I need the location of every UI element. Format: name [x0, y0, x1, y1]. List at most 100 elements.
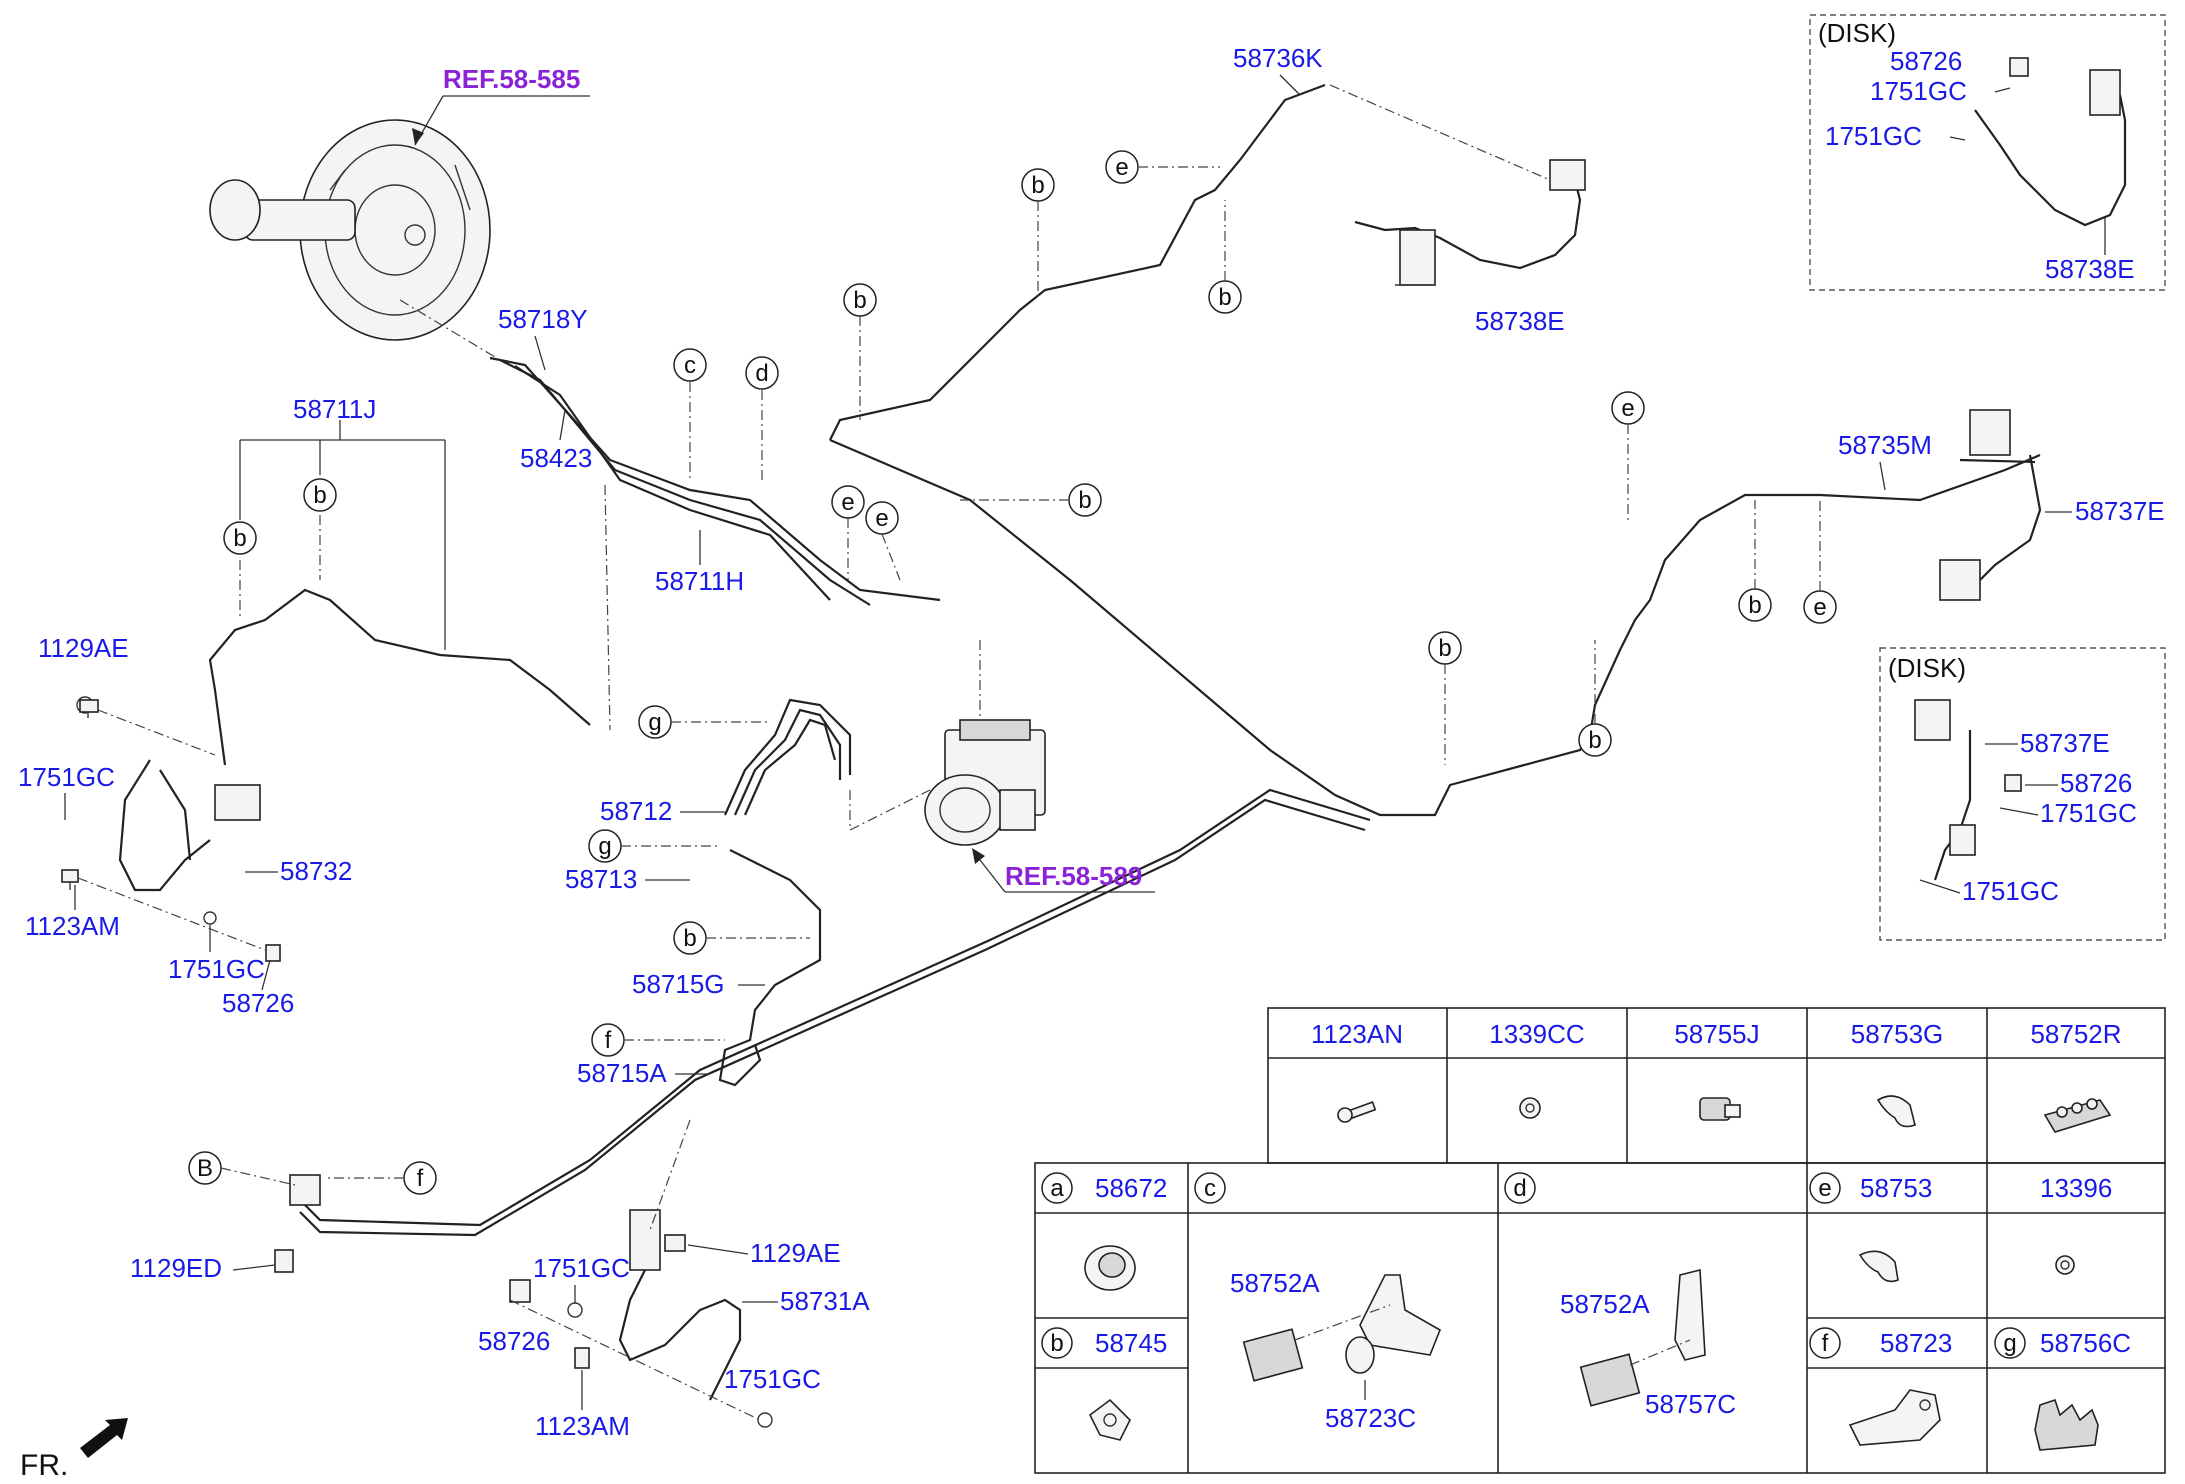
- table-letter-b: b: [1050, 1330, 1063, 1357]
- label-1751GC[interactable]: 1751GC: [2040, 798, 2137, 828]
- label-58715G[interactable]: 58715G: [632, 969, 725, 999]
- front-arrow-icon: [80, 1418, 128, 1458]
- front-label: FR.: [20, 1449, 68, 1482]
- callout-e: e: [1813, 594, 1826, 621]
- table-header-58752R[interactable]: 58752R: [2030, 1019, 2121, 1049]
- label-1751GC[interactable]: 1751GC: [18, 762, 115, 792]
- front-direction-marker: FR.: [20, 1418, 128, 1482]
- disk-title: (DISK): [1818, 18, 1896, 48]
- table-letter-e: e: [1818, 1175, 1831, 1202]
- table-letter-g: g: [2003, 1330, 2016, 1357]
- callout-b: b: [1438, 635, 1451, 662]
- part-labels: 58736K 58718Y 58423 58711J 58711H 58738E…: [18, 43, 2165, 1441]
- callout-f: f: [605, 1027, 612, 1054]
- table-letter-a: a: [1050, 1175, 1064, 1202]
- callout-b: b: [1748, 592, 1761, 619]
- label-58736K[interactable]: 58736K: [1233, 43, 1323, 73]
- label-1129AE[interactable]: 1129AE: [750, 1238, 841, 1268]
- label-1751GC[interactable]: 1751GC: [1825, 121, 1922, 151]
- label-58738E[interactable]: 58738E: [1475, 306, 1565, 336]
- label-1751GC[interactable]: 1751GC: [724, 1364, 821, 1394]
- label-58711J[interactable]: 58711J: [293, 394, 376, 424]
- label-1751GC[interactable]: 1751GC: [1870, 76, 1967, 106]
- table-header-1339CC[interactable]: 1339CC: [1489, 1019, 1584, 1049]
- parts-table-top: 1123AN 1339CC 58755J 58753G 58752R: [1267, 1007, 2166, 1164]
- label-58731A[interactable]: 58731A: [780, 1286, 870, 1316]
- callout-e: e: [1115, 154, 1128, 181]
- parts-table-bottom: a 58672 b 58745 c 58752A 58723C d 58752A…: [1034, 1162, 2166, 1474]
- callout-g: g: [648, 709, 661, 736]
- table-header-1123AN[interactable]: 1123AN: [1311, 1019, 1403, 1049]
- label-58737E[interactable]: 58737E: [2075, 496, 2165, 526]
- table-part-58723C[interactable]: 58723C: [1325, 1403, 1416, 1433]
- label-58726[interactable]: 58726: [2060, 768, 2132, 798]
- brake-pipes: [208, 83, 2041, 1237]
- label-1751GC[interactable]: 1751GC: [533, 1253, 630, 1283]
- callout-b: b: [1218, 284, 1231, 311]
- table-part-58753[interactable]: 58753: [1860, 1173, 1932, 1203]
- reservoir-cap: [209, 179, 261, 241]
- label-58735M[interactable]: 58735M: [1838, 430, 1932, 460]
- label-58737E[interactable]: 58737E: [2020, 728, 2110, 758]
- table-part-58752A[interactable]: 58752A: [1230, 1268, 1320, 1298]
- label-58726[interactable]: 58726: [222, 988, 294, 1018]
- bracket-clip-icon: [1579, 1268, 1706, 1407]
- callout-b: b: [1031, 172, 1044, 199]
- callout-b: b: [853, 287, 866, 314]
- callout-b: b: [1588, 727, 1601, 754]
- table-part-58756C[interactable]: 58756C: [2040, 1328, 2131, 1358]
- callout-e: e: [875, 505, 888, 532]
- callout-b: b: [233, 525, 246, 552]
- brake-booster-assembly: [209, 119, 491, 341]
- label-1123AM[interactable]: 1123AM: [535, 1411, 630, 1441]
- pipe-clip-icon: [1858, 1250, 1899, 1283]
- pipe-clip-icon: [1876, 1095, 1916, 1128]
- table-part-58723[interactable]: 58723: [1880, 1328, 1952, 1358]
- table-part-13396[interactable]: 13396: [2040, 1173, 2112, 1203]
- callout-e: e: [1621, 395, 1634, 422]
- table-letter-c: c: [1204, 1175, 1216, 1202]
- label-58718Y[interactable]: 58718Y: [498, 304, 588, 334]
- nut-icon: [2055, 1255, 2075, 1275]
- left-rear-hose: [509, 1209, 773, 1428]
- ref-abs-module[interactable]: REF.58-589: [1005, 861, 1142, 891]
- table-header-58755J[interactable]: 58755J: [1674, 1019, 1759, 1049]
- label-58726[interactable]: 58726: [478, 1326, 550, 1356]
- label-1123AM[interactable]: 1123AM: [25, 911, 120, 941]
- disk-box-right: (DISK) 58737E 58726 1751GC 1751GC: [1879, 647, 2166, 941]
- table-header-58753G[interactable]: 58753G: [1851, 1019, 1944, 1049]
- label-58711H[interactable]: 58711H: [655, 566, 744, 596]
- ref-booster[interactable]: REF.58-585: [443, 64, 580, 94]
- label-58713[interactable]: 58713: [565, 864, 637, 894]
- table-part-58745[interactable]: 58745: [1095, 1328, 1167, 1358]
- abs-module: [924, 719, 1046, 846]
- label-1751GC[interactable]: 1751GC: [1962, 876, 2059, 906]
- label-1129AE[interactable]: 1129AE: [38, 633, 129, 663]
- rear-left-bracket: [289, 1174, 321, 1206]
- clamp-icon: [1088, 1398, 1131, 1441]
- callout-b: b: [1078, 487, 1091, 514]
- label-58738E[interactable]: 58738E: [2045, 254, 2135, 284]
- table-part-58672[interactable]: 58672: [1095, 1173, 1167, 1203]
- callout-d: d: [755, 360, 768, 387]
- table-part-58752A[interactable]: 58752A: [1560, 1289, 1650, 1319]
- label-58712[interactable]: 58712: [600, 796, 672, 826]
- callout-g: g: [598, 833, 611, 860]
- table-letter-d: d: [1513, 1175, 1526, 1202]
- callout-e: e: [841, 489, 854, 516]
- front-right-hose: [1354, 159, 1586, 286]
- label-58423[interactable]: 58423: [520, 443, 592, 473]
- disk-title: (DISK): [1888, 653, 1966, 683]
- label-1751GC[interactable]: 1751GC: [168, 954, 265, 984]
- grommet-icon: [1084, 1245, 1136, 1291]
- left-front-hose: [61, 696, 281, 962]
- label-58732[interactable]: 58732: [280, 856, 352, 886]
- callout-f: f: [417, 1165, 424, 1192]
- label-58726[interactable]: 58726: [1890, 46, 1962, 76]
- callout-b: b: [683, 925, 696, 952]
- label-1129ED[interactable]: 1129ED: [130, 1253, 222, 1283]
- multi-clip-icon: [2034, 1398, 2099, 1451]
- table-part-58757C[interactable]: 58757C: [1645, 1389, 1736, 1419]
- label-58715A[interactable]: 58715A: [577, 1058, 667, 1088]
- table-letter-f: f: [1822, 1330, 1829, 1357]
